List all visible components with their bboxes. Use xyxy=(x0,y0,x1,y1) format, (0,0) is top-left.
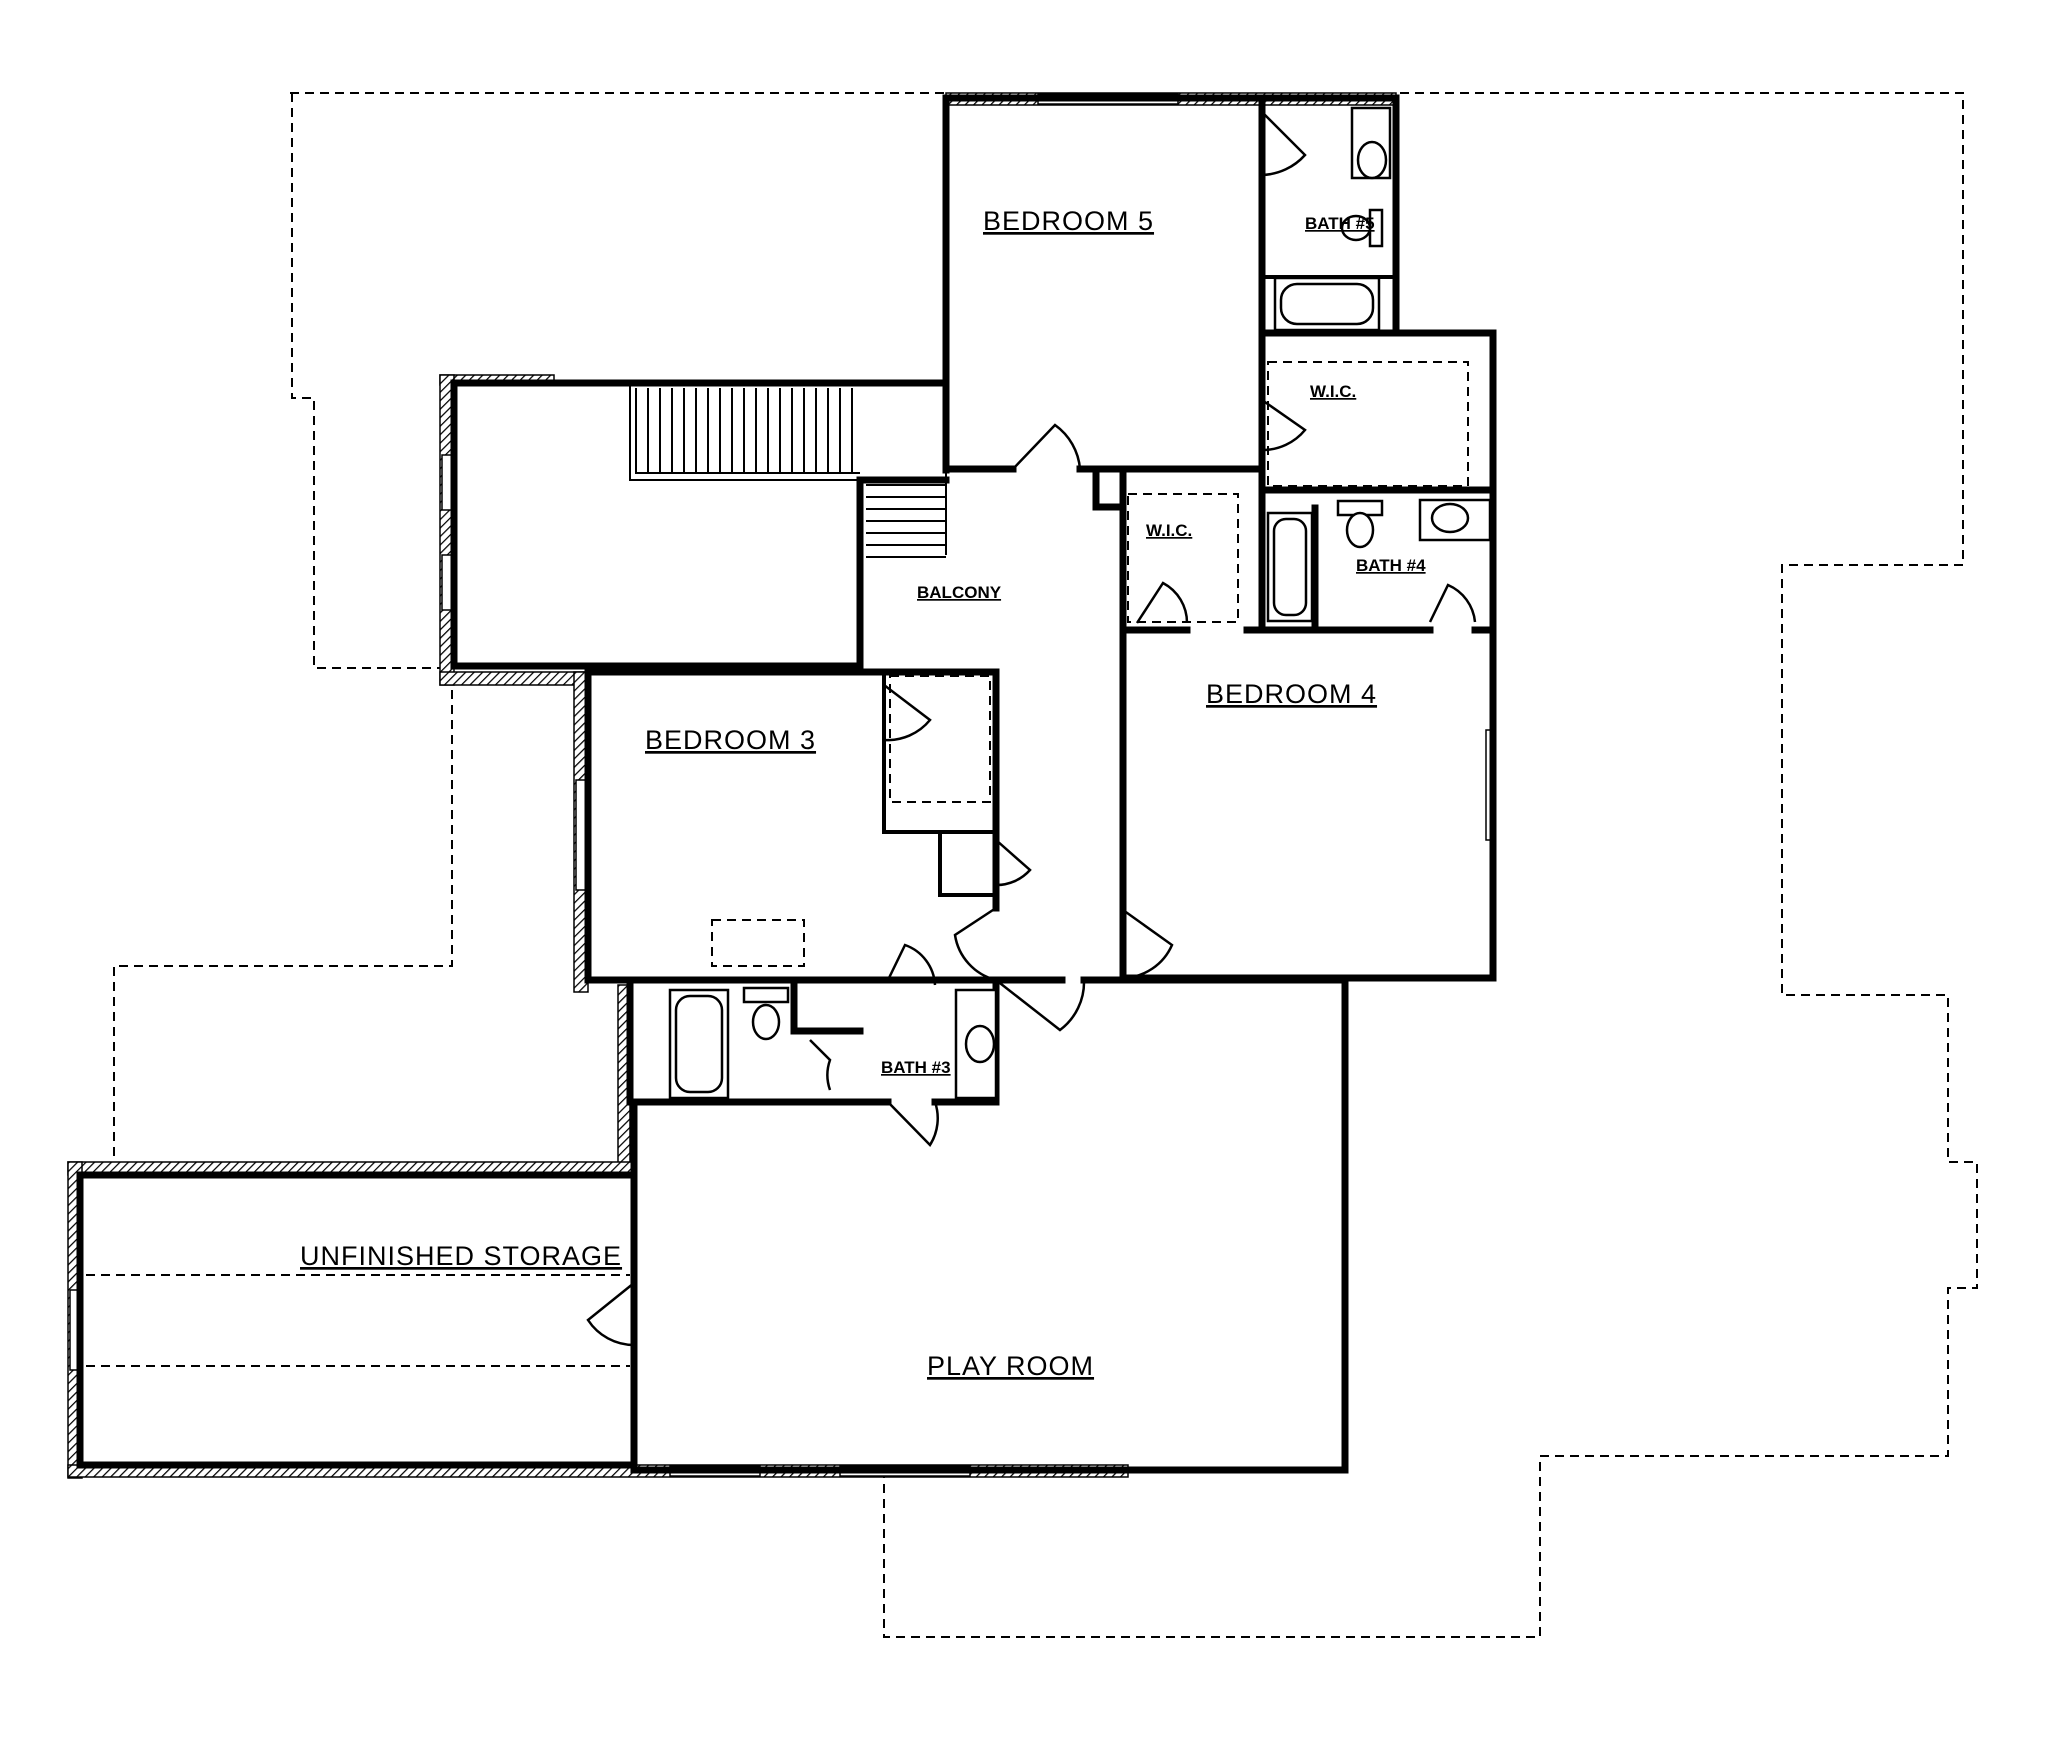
walls-stair-room xyxy=(450,379,950,670)
door-bath3-hall[interactable] xyxy=(887,1101,939,1148)
label-unfinished-storage: UNFINISHED STORAGE xyxy=(300,1241,622,1271)
label-bedroom3: BEDROOM 3 xyxy=(645,725,816,755)
stairs xyxy=(629,385,946,558)
wic-lower-shelf xyxy=(1127,493,1239,623)
label-bath3: BATH #3 xyxy=(881,1058,951,1077)
label-play-room: PLAY ROOM xyxy=(927,1351,1094,1381)
door-bed3-closet[interactable] xyxy=(883,684,932,742)
door-bath4[interactable] xyxy=(1428,583,1477,623)
toilet-bath3 xyxy=(742,986,790,1041)
label-bedroom5: BEDROOM 5 xyxy=(983,206,1154,236)
vanity-bath4 xyxy=(1418,498,1492,542)
roof-outline xyxy=(113,92,1978,1638)
label-bath5: BATH #5 xyxy=(1305,214,1375,233)
tub-bath3 xyxy=(668,988,730,1100)
door-wic-lower[interactable] xyxy=(1135,581,1189,624)
wic-upper-shelf xyxy=(1267,361,1469,487)
walls-bed3-closet xyxy=(882,672,996,897)
door-bedroom5[interactable] xyxy=(1012,423,1082,470)
label-wic-lower: W.I.C. xyxy=(1146,521,1192,540)
vanity-bath3 xyxy=(954,988,998,1100)
walls-wic-upper xyxy=(1258,329,1497,494)
walls-storage xyxy=(76,1171,634,1469)
tub-bath5 xyxy=(1273,276,1381,332)
door-bath3[interactable] xyxy=(886,943,937,986)
vanity-bath5 xyxy=(1350,106,1392,180)
bed3-closet-shelf xyxy=(889,675,991,803)
door-hall-bath3[interactable] xyxy=(995,979,1086,1032)
walls-playroom xyxy=(630,976,1349,1474)
label-balcony: BALCONY xyxy=(917,583,1002,602)
door-bath3-inner[interactable] xyxy=(809,1039,832,1091)
wall-balcony-rail xyxy=(859,470,947,668)
bed3-attic-hatch xyxy=(711,919,805,967)
label-bedroom4: BEDROOM 4 xyxy=(1206,679,1377,709)
hatched-wall-stair-bottom xyxy=(439,671,589,686)
door-linen[interactable] xyxy=(995,839,1032,887)
toilet-bath4 xyxy=(1336,499,1384,549)
door-bedroom3[interactable] xyxy=(953,906,997,982)
door-bedroom4[interactable] xyxy=(1122,908,1174,980)
walls-bedroom3 xyxy=(584,668,1022,984)
label-wic-upper: W.I.C. xyxy=(1310,382,1356,401)
toilet-bath5 xyxy=(1340,208,1384,248)
label-bath4: BATH #4 xyxy=(1356,556,1426,575)
door-bath5[interactable] xyxy=(1261,111,1307,177)
tub-bath4 xyxy=(1266,511,1314,623)
door-storage[interactable] xyxy=(586,1282,635,1347)
